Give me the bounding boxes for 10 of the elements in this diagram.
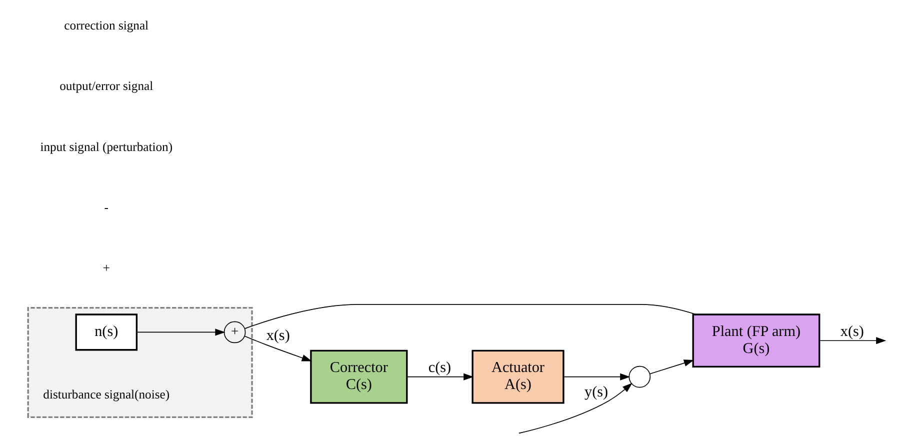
edge-label: c(s) [428,359,452,376]
edge-label: x(s) [266,327,290,344]
node-label: disturbance signal(noise) [43,387,170,402]
label: + [102,261,110,276]
edge-label: x(s) [840,322,864,340]
label: input signal (perturbation) [40,140,173,154]
label: output/error signal [60,79,154,94]
label: correction signal [64,18,149,33]
edge-label: y(s) [584,384,608,401]
label: - [104,200,108,214]
